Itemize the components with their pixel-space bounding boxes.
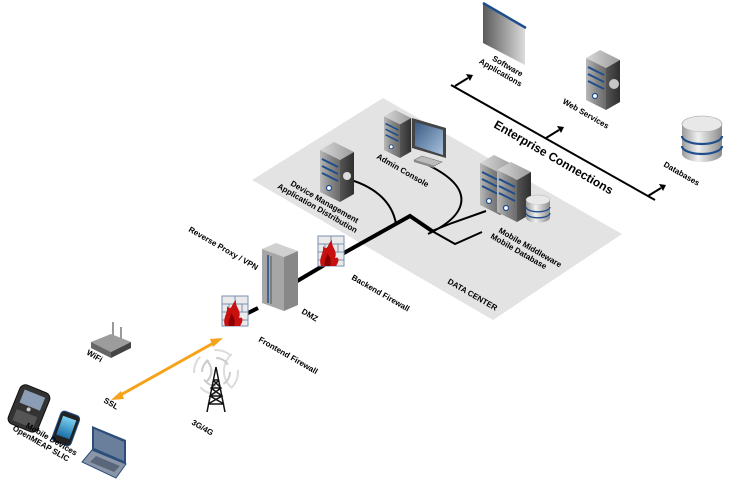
wifi-router-icon — [91, 322, 131, 358]
label-reverse-proxy: Reverse Proxy / VPN — [187, 225, 260, 272]
databases-icon — [680, 114, 724, 164]
label-backend-firewall: Backend Firewall — [350, 273, 411, 313]
label-databases: Databases — [662, 160, 702, 188]
admin-console-server-icon — [383, 109, 413, 159]
mobile-database-server-icon — [496, 161, 532, 223]
backend-firewall-icon — [317, 235, 345, 267]
admin-console-monitor-icon — [412, 118, 446, 168]
cell-tower-icon — [193, 349, 239, 413]
web-services-server-icon — [585, 49, 621, 111]
ssl-connection-arrow — [111, 338, 223, 400]
smartphone-icon — [51, 410, 81, 447]
label-dmz: DMZ — [300, 307, 320, 324]
label-3g4g: 3G/4G — [190, 418, 215, 438]
label-frontend-firewall: Frontend Firewall — [257, 335, 319, 376]
device-management-server-icon — [319, 141, 355, 203]
software-applications-icon — [482, 1, 527, 65]
reverse-proxy-server-icon — [262, 243, 298, 311]
blackberry-phone-icon — [7, 384, 51, 433]
enterprise-bus — [450, 74, 666, 201]
mobile-database-icon — [525, 194, 551, 224]
frontend-firewall-icon — [221, 295, 249, 327]
laptop-icon — [81, 426, 127, 479]
